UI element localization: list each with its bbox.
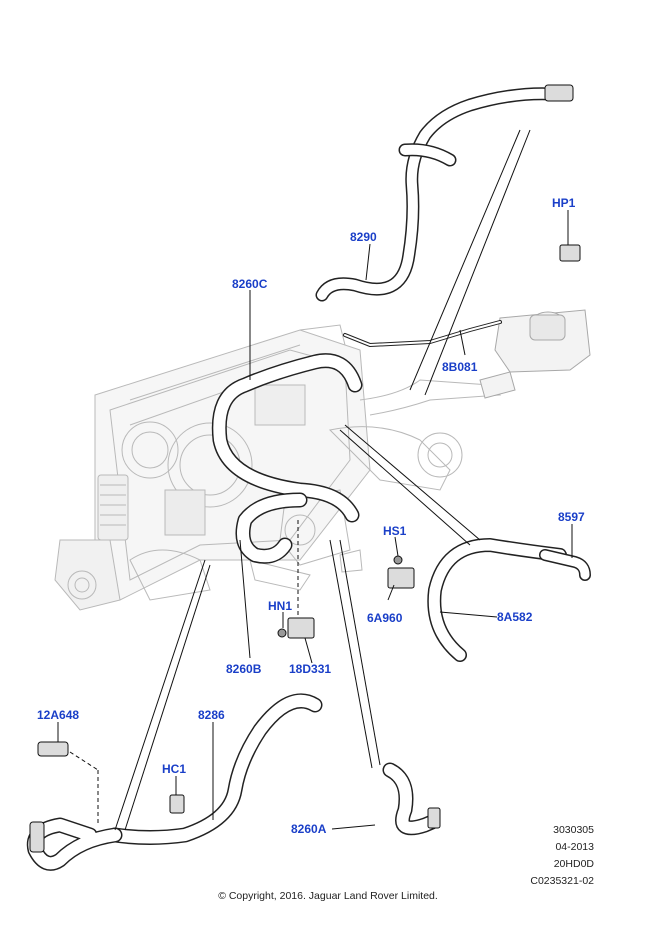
- callout-8A582[interactable]: 8A582: [497, 610, 533, 624]
- callout-12A648[interactable]: 12A648: [37, 708, 80, 722]
- callout-6A960[interactable]: 6A960: [367, 611, 403, 625]
- sensor-12A648: [37, 741, 69, 757]
- callout-8260C[interactable]: 8260C: [232, 277, 268, 291]
- clip-HP1: [559, 244, 581, 262]
- clip-HC1: [169, 794, 185, 814]
- bracket-6A960: [387, 567, 415, 589]
- callout-8597[interactable]: 8597: [558, 510, 585, 524]
- small-parts: [29, 84, 581, 853]
- bolt-HN1: [277, 628, 287, 638]
- callout-HC1[interactable]: HC1: [162, 762, 187, 776]
- diagram-ref: 3030305: [553, 824, 594, 836]
- hose-8290: [315, 87, 572, 302]
- callout-HN1[interactable]: HN1: [268, 599, 293, 613]
- callout-8290[interactable]: 8290: [350, 230, 377, 244]
- diagram-id: C0235321-02: [530, 875, 594, 887]
- bracket-18D331: [287, 617, 315, 639]
- expansion-tank: [479, 309, 591, 399]
- diagram-code: 20HD0D: [553, 858, 594, 870]
- diagram-date: 04-2013: [555, 841, 594, 853]
- dashed-lines: [69, 520, 299, 825]
- leader-lines: [57, 129, 573, 831]
- callout-HP1[interactable]: HP1: [552, 196, 576, 210]
- callout-HS1[interactable]: HS1: [383, 524, 407, 538]
- copyright-notice: © Copyright, 2016. Jaguar Land Rover Lim…: [218, 890, 438, 902]
- callout-8286[interactable]: 8286: [198, 708, 225, 722]
- callout-8260B[interactable]: 8260B: [226, 662, 262, 676]
- callout-8B081[interactable]: 8B081: [442, 360, 478, 374]
- callout-8260A[interactable]: 8260A: [291, 822, 327, 836]
- callout-18D331[interactable]: 18D331: [289, 662, 332, 676]
- bolt-HS1: [393, 555, 403, 565]
